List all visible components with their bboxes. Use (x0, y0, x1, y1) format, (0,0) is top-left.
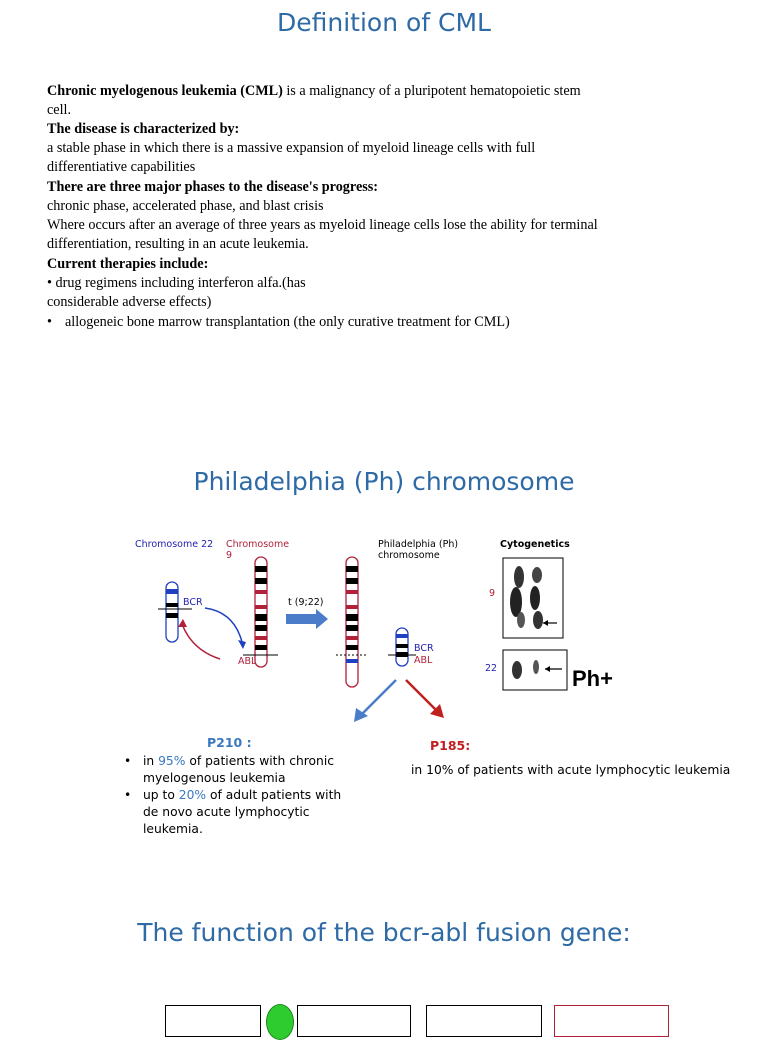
green-node-icon (266, 1004, 294, 1040)
label-bcr: BCR (183, 597, 203, 608)
ph-chromosome (388, 628, 416, 666)
diagram-box-4 (554, 1005, 669, 1037)
label-abl: ABL (238, 656, 256, 667)
p185-text: in 10% of patients with acute lymphocyti… (411, 763, 730, 777)
p185-arrow (406, 680, 438, 712)
label-chromosome-9: Chromosome (226, 539, 289, 550)
p210-bullet-2: • up to 20% of adult patients with (124, 788, 341, 802)
chromosome-9 (243, 557, 278, 667)
label-karyotype-22: 22 (485, 663, 497, 674)
derivative-chromosome-9 (336, 557, 368, 687)
karyotype-image-9 (503, 558, 563, 638)
p210-arrow (360, 680, 396, 716)
p210-bullet-1-cont: myelogenous leukemia (143, 771, 286, 785)
diagram-box-1 (165, 1005, 261, 1037)
label-cytogenetics: Cytogenetics (500, 539, 570, 550)
diagram-box-3 (426, 1005, 542, 1037)
bcr-transfer-arrow (205, 608, 242, 642)
karyotype-image-22 (503, 650, 567, 690)
label-bcr-fusion: BCR (414, 643, 434, 654)
label-karyotype-9: 9 (489, 588, 495, 599)
label-translocation: t (9;22) (288, 597, 324, 608)
diagram-box-2 (297, 1005, 411, 1037)
section-title-function: The function of the bcr-abl fusion gene: (0, 918, 768, 947)
abl-transfer-arrow (182, 624, 220, 659)
label-ph-positive: Ph+ (572, 666, 613, 692)
p210-bullet-2-cont2: leukemia. (143, 822, 203, 836)
label-chromosome-22: Chromosome 22 (135, 539, 213, 550)
label-abl-fusion: ABL (414, 655, 432, 666)
label-ph-chromosome-2: chromosome (378, 550, 440, 561)
p210-bullet-2-cont: de novo acute lymphocytic (143, 805, 310, 819)
label-chromosome-9-number: 9 (226, 550, 232, 561)
p210-title: P210 : (207, 735, 252, 750)
p185-title: P185: (430, 738, 470, 753)
translocation-arrow (286, 609, 328, 629)
label-ph-chromosome: Philadelphia (Ph) (378, 539, 458, 550)
p210-bullet-1: • in 95% of patients with chronic (124, 754, 334, 768)
